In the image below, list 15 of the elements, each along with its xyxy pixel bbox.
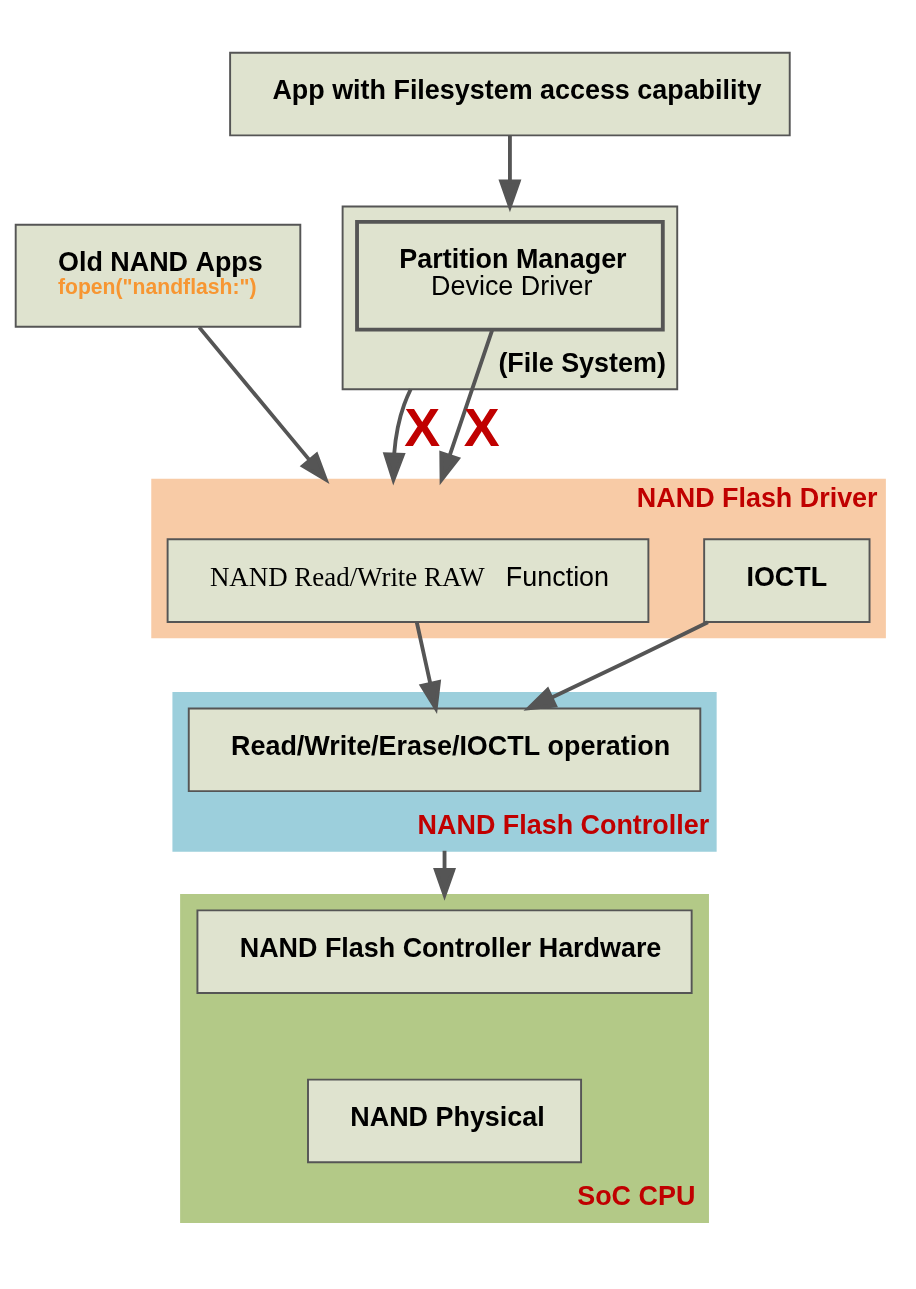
edge-label: X: [404, 396, 441, 457]
node-box: IOCTL: [703, 537, 871, 623]
arrow: [439, 329, 494, 485]
arrow: [414, 621, 442, 714]
node-box: Partition Manager Device Driver: [355, 219, 665, 332]
node-box: NAND Flash Controller Hardware: [196, 908, 693, 994]
node-box: Old NAND Apps fopen("nandflash:"): [14, 223, 302, 328]
node-box: Read/Write/Erase/IOCTL operation: [187, 707, 702, 792]
node-box: NAND Physical: [307, 1078, 583, 1163]
arrow: [523, 620, 709, 711]
arrow: [382, 387, 413, 485]
node-box: App with Filesystem access capability: [229, 51, 791, 136]
arrow: [197, 325, 330, 484]
edge-label: X: [463, 396, 500, 457]
node-box: NAND Read/Write RAW Function: [166, 537, 650, 623]
